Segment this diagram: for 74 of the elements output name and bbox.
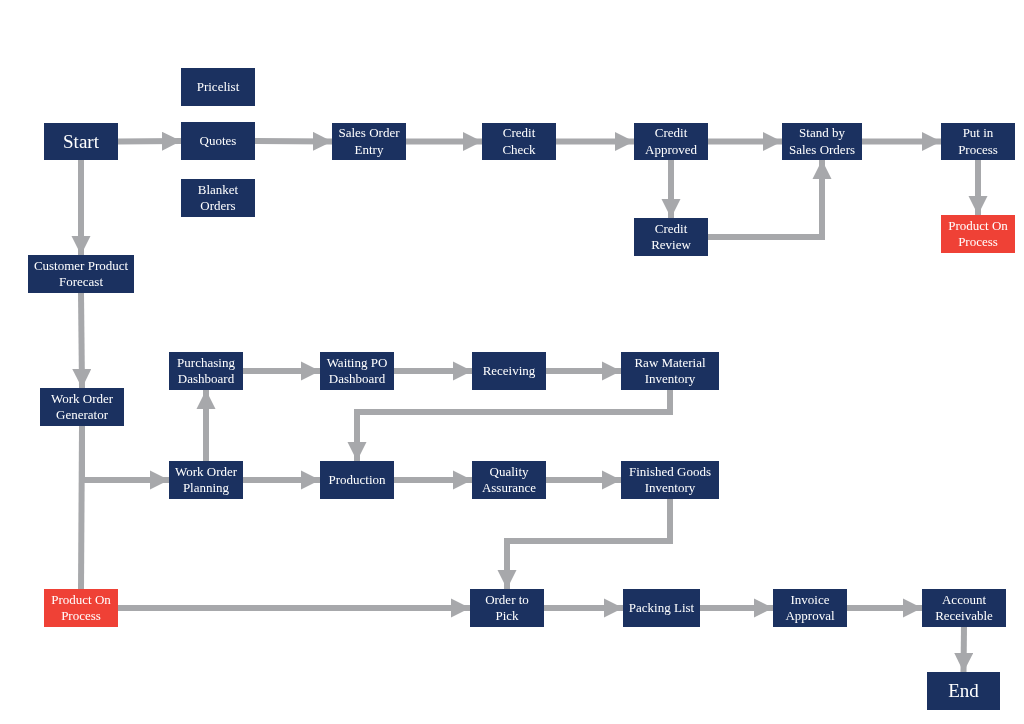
box-label: Waiting PO Dashboard: [325, 354, 389, 388]
box-label: Stand by Sales Orders: [787, 125, 857, 158]
box-label: Credit Check: [501, 125, 537, 158]
process-box: [927, 672, 1000, 710]
process-box: [181, 179, 255, 217]
box-label: Sales Order Entry: [337, 125, 401, 158]
box-label: Packing List: [628, 599, 695, 617]
box-label: Quotes: [199, 132, 237, 150]
box-label: Pricelist: [196, 78, 240, 96]
box-label: Invoice Approval: [784, 591, 836, 625]
process-box: [472, 461, 546, 499]
arrow: [708, 131, 782, 152]
process-box: [44, 123, 118, 160]
box-label: Raw Material Inventory: [633, 354, 707, 388]
arrow: [862, 131, 941, 152]
box-label: Credit Review: [650, 220, 692, 254]
box-label: Purchasing Dashboard: [176, 354, 236, 388]
box-label: Work Order Planning: [173, 463, 239, 497]
process-box: [922, 589, 1006, 627]
arrow: [347, 390, 673, 461]
process-box: [40, 388, 124, 426]
box-label: Customer Product Forecast: [32, 257, 130, 291]
box-label: Account Receivable: [934, 591, 994, 625]
process-box: [181, 122, 255, 160]
box-label: Finished Goods Inventory: [628, 463, 712, 497]
arrow: [196, 390, 216, 461]
arrow: [968, 160, 988, 215]
arrow: [72, 292, 92, 389]
arrow: [71, 160, 91, 255]
arrow: [661, 160, 681, 218]
process-box: [320, 461, 394, 499]
box-label: Receiving: [482, 362, 536, 380]
arrow: [700, 598, 773, 618]
process-box: [634, 123, 708, 160]
arrow: [254, 131, 333, 151]
arrow: [117, 131, 182, 151]
arrow: [546, 470, 621, 490]
arrow: [497, 499, 673, 589]
arrow: [243, 470, 320, 490]
process-box: [773, 589, 847, 627]
process-box: [621, 461, 719, 499]
process-box: [941, 123, 1015, 160]
arrow: [708, 160, 832, 240]
arrow: [544, 598, 623, 618]
box-label: Credit Approved: [644, 125, 698, 158]
arrow: [556, 131, 634, 152]
process-box: [941, 215, 1015, 253]
process-box: [623, 589, 700, 627]
arrow: [954, 626, 974, 673]
box-label: Work Order Generator: [49, 390, 115, 424]
box-label: Put in Process: [957, 125, 999, 158]
box-label: Start: [63, 129, 99, 154]
process-box: [169, 352, 243, 390]
box-label: End: [948, 679, 979, 703]
arrow: [406, 131, 482, 152]
box-label: Product On Process: [947, 217, 1009, 251]
box-label: Order to Pick: [484, 591, 530, 625]
box-label: Production: [328, 471, 386, 489]
arrow: [118, 598, 470, 618]
process-box: [621, 352, 719, 390]
arrow: [243, 361, 320, 381]
box-label: Product On Process: [50, 591, 112, 625]
process-box: [482, 123, 556, 160]
process-box: [181, 68, 255, 106]
process-box: [634, 218, 708, 256]
process-box: [470, 589, 544, 627]
arrow: [394, 470, 472, 490]
arrow: [394, 361, 472, 381]
process-box: [44, 589, 118, 627]
box-label: Quality Assurance: [480, 463, 538, 497]
connector-line: [78, 425, 85, 590]
arrow: [546, 361, 621, 381]
process-box: [472, 352, 546, 390]
box-label: Blanket Orders: [196, 181, 240, 215]
